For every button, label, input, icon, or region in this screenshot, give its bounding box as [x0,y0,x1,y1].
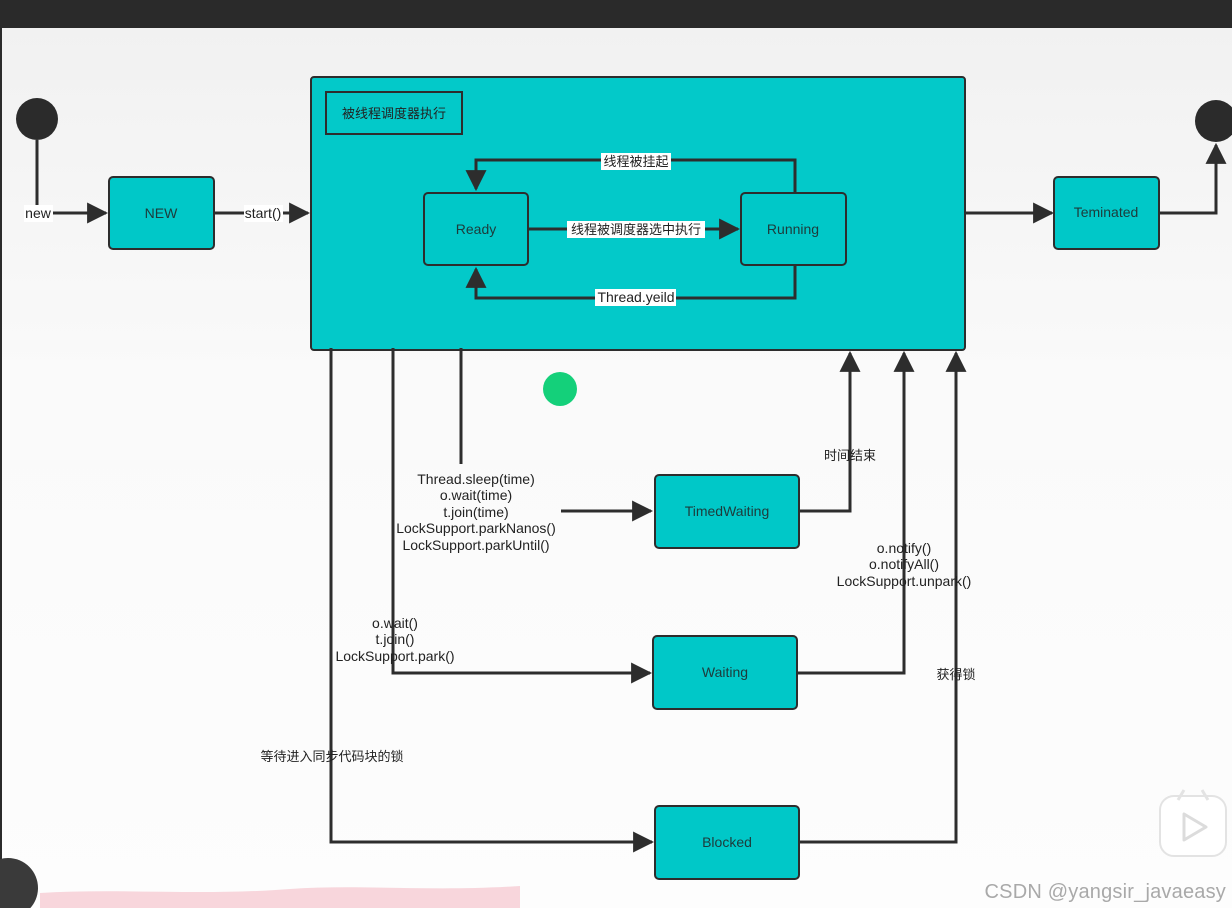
play-widget[interactable] [1159,789,1227,857]
label-notify-call: o.notifyAll() [869,556,939,572]
scheduler-label-box [325,91,463,135]
label-suspended: 线程被挂起 [603,154,668,169]
label-bg-new [24,205,53,222]
label-bg-start [244,205,283,222]
edge-get-lock [799,350,967,844]
state-blocked [654,805,800,880]
label-wait-call: o.wait() [372,615,418,631]
label-selected: 线程被调度器选中执行 [571,222,701,237]
edge-blocked [329,348,655,853]
state-running-label: Running [767,221,819,237]
label-timed-call: LockSupport.parkUntil() [402,537,549,553]
label-wait-call: LockSupport.park() [335,648,454,664]
play-icon [1182,812,1208,842]
label-yield: Thread.yeild [597,289,674,305]
label-notify-call: LockSupport.unpark() [837,573,972,589]
label-timed-call: t.join(time) [443,504,508,520]
label-wait-lock: 等待进入同步代码块的锁 [260,749,403,764]
label-time-up: 时间结束 [824,448,876,463]
label-new: new [25,205,52,221]
edge-waiting [391,348,653,684]
label-start: start() [245,205,282,221]
final-node [1195,100,1232,142]
label-wait-call: t.join() [376,631,415,647]
label-timed-call: o.wait(time) [440,487,512,503]
state-new-label: NEW [145,205,178,221]
edge-notify [797,350,915,675]
state-running [740,192,847,266]
state-waiting [652,635,798,710]
state-timed-waiting-label: TimedWaiting [685,503,770,519]
edge-new [35,140,109,224]
pink-scribble [40,886,520,908]
label-timed-call: LockSupport.parkNanos() [396,520,556,536]
initial-node [16,98,58,140]
state-waiting-label: Waiting [702,664,748,680]
state-ready [423,192,529,266]
state-terminated [1053,176,1160,250]
state-terminated-label: Teminated [1074,204,1139,220]
edge-to-final [1159,142,1227,215]
label-bg-yield [595,289,676,306]
label-notify-call: o.notify() [877,540,931,556]
label-get-lock: 获得锁 [936,667,975,682]
state-blocked-label: Blocked [702,834,752,850]
edge-time-up [800,350,861,513]
label-bg-selected [567,221,705,238]
csdn-watermark: CSDN @yangsir_javaeasy [984,881,1226,903]
label-timed-call: Thread.sleep(time) [417,471,535,487]
label-bg-suspended [601,153,671,170]
state-new [108,176,215,250]
avatar-corner [0,858,38,908]
cursor-dot [543,372,577,406]
top-bar [0,0,1232,28]
state-ready-label: Ready [456,221,496,237]
state-timed-waiting [654,474,800,549]
scheduler-label: 被线程调度器执行 [342,106,446,121]
